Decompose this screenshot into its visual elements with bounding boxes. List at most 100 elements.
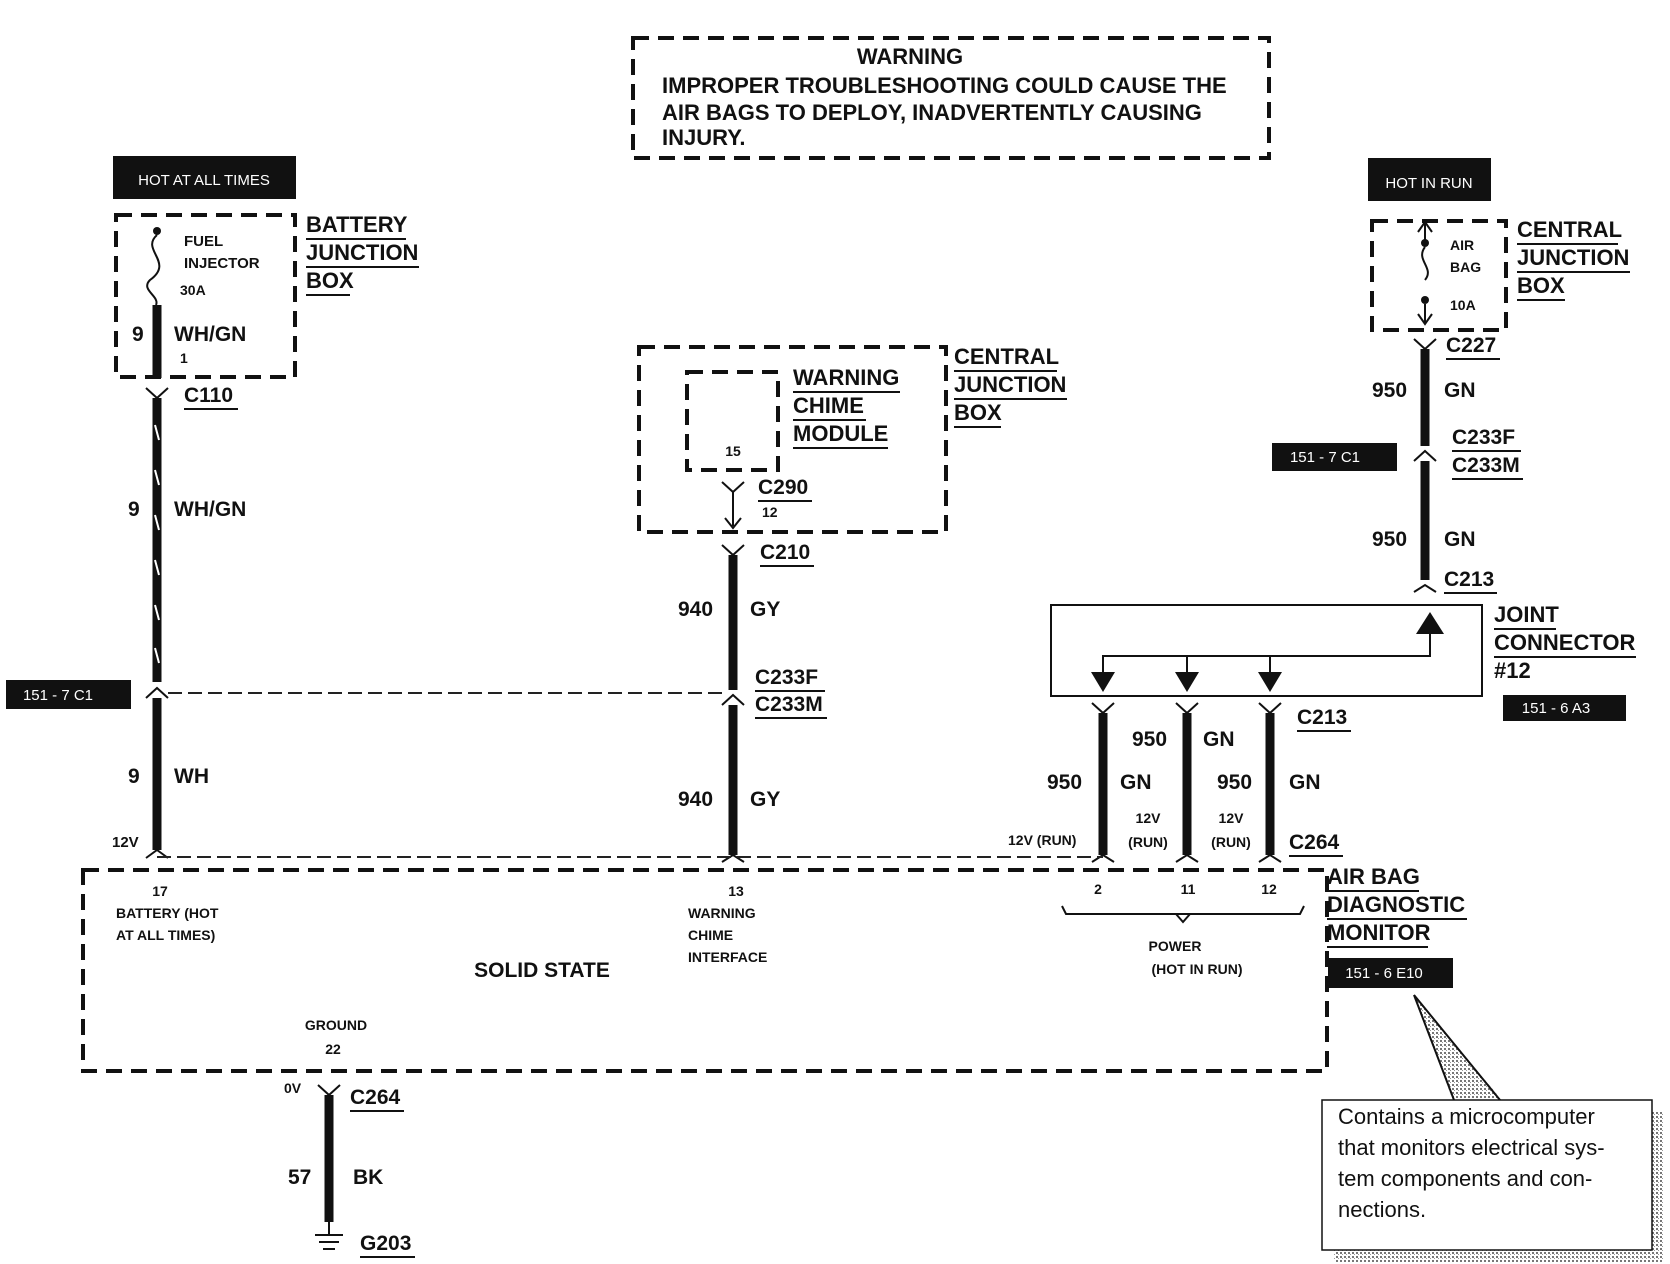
svg-text:151 - 6 E10: 151 - 6 E10 — [1345, 965, 1423, 982]
wire-940-top-number: 940 — [678, 598, 713, 621]
pin-13-label-1: WARNING — [688, 905, 756, 921]
power-label-2: (HOT IN RUN) — [1152, 961, 1243, 977]
battery-junction-box: FUEL INJECTOR 30A 1 BATTERY JUNCTION BOX — [114, 212, 419, 379]
svg-text:151 - 6 A3: 151 - 6 A3 — [1522, 700, 1590, 717]
wire-57-color: BK — [353, 1166, 383, 1189]
svg-text:HOT AT ALL TIMES: HOT AT ALL TIMES — [138, 172, 270, 189]
wire-950-a-number: 950 — [1047, 771, 1082, 794]
wire-9-mid-color: WH/GN — [174, 498, 246, 521]
connector-c227: C227 — [1446, 334, 1496, 357]
ground-circuit-wire — [315, 1084, 343, 1250]
hot-at-all-times-tag: HOT AT ALL TIMES — [113, 156, 296, 199]
pin-13: 13 — [728, 883, 744, 899]
pin-22: 22 — [325, 1041, 341, 1057]
svg-text:HOT IN RUN: HOT IN RUN — [1385, 175, 1472, 192]
ref-tag-151-6-e10: 151 - 6 E10 — [1328, 958, 1453, 988]
wire-9-top-number: 9 — [132, 323, 144, 346]
power-label-1: POWER — [1149, 938, 1202, 954]
ground-symbol-icon — [315, 1222, 343, 1250]
wire-9-bot-color: WH — [174, 765, 209, 788]
chime-module-label-1: WARNING — [793, 365, 899, 390]
cjb-right-label-2: JUNCTION — [1517, 245, 1629, 270]
wire-9-mid-number: 9 — [128, 498, 140, 521]
pin-12: 12 — [1261, 881, 1277, 897]
warning-box: WARNING IMPROPER TROUBLESHOOTING COULD C… — [631, 36, 1271, 160]
pin12-voltage-top: 12V — [1219, 810, 1245, 826]
connector-c264-top: C264 — [1289, 831, 1340, 854]
wire-940-bot-number: 940 — [678, 788, 713, 811]
connector-c213-bottom: C213 — [1297, 706, 1347, 729]
pin12-voltage-bot: (RUN) — [1211, 834, 1251, 850]
connector-c233m-right: C233M — [1452, 454, 1520, 477]
pin11-voltage-bot: (RUN) — [1128, 834, 1168, 850]
wire-950-top-color: GN — [1444, 379, 1476, 402]
wire-950-c-number: 950 — [1217, 771, 1252, 794]
pin-17: 17 — [152, 883, 168, 899]
pin11-voltage-top: 12V — [1136, 810, 1162, 826]
circuit-950-right-wire — [1413, 338, 1437, 593]
ground-label: GROUND — [305, 1017, 367, 1033]
connector-c213-top: C213 — [1444, 568, 1494, 591]
connector-c264-ground: C264 — [350, 1086, 401, 1109]
connector-c233m-center: C233M — [755, 693, 823, 716]
cjb-center-label-3: BOX — [954, 400, 1002, 425]
pin-17-label-2: AT ALL TIMES) — [116, 927, 215, 943]
cjb-center-label-1: CENTRAL — [954, 344, 1059, 369]
wire-57-number: 57 — [288, 1166, 311, 1189]
hot-in-run-tag: HOT IN RUN — [1368, 158, 1491, 201]
ref-tag-151-7-c1-right: 151 - 7 C1 — [1272, 443, 1397, 471]
svg-text:151 - 7 C1: 151 - 7 C1 — [23, 687, 93, 704]
monitor-label-3: MONITOR — [1327, 920, 1431, 945]
note-line-4: nections. — [1338, 1197, 1426, 1222]
chime-wire — [721, 481, 745, 863]
pin-13-label-2: CHIME — [688, 927, 733, 943]
cjb-right-label-1: CENTRAL — [1517, 217, 1622, 242]
central-junction-box-right: AIR BAG 10A CENTRAL JUNCTION BOX — [1370, 217, 1630, 332]
wire-950-b-number: 950 — [1132, 728, 1167, 751]
connector-c290-pin: 12 — [762, 504, 778, 520]
central-junction-box-center: 15 WARNING CHIME MODULE CENTRAL JUNCTION… — [637, 344, 1067, 534]
ground-voltage-0v: 0V — [284, 1080, 302, 1096]
ref-tag-151-7-c1-left: 151 - 7 C1 — [6, 680, 131, 709]
connector-c290: C290 — [758, 476, 808, 499]
pin-11: 11 — [1181, 881, 1196, 897]
connector-c110: C110 — [184, 384, 233, 407]
connector-c233f-center: C233F — [755, 666, 818, 689]
battery-jb-pin: 1 — [180, 350, 188, 366]
chime-module-pin: 15 — [725, 443, 741, 459]
wire-950-mid-color: GN — [1444, 528, 1476, 551]
warning-title: WARNING — [857, 44, 963, 69]
pin-13-label-3: INTERFACE — [688, 949, 767, 965]
pin-17-label-1: BATTERY (HOT — [116, 905, 219, 921]
circuit-950-three-wires — [1091, 702, 1282, 863]
wire-9-top-color: WH/GN — [174, 323, 246, 346]
wire-950-mid-number: 950 — [1372, 528, 1407, 551]
monitor-label-1: AIR BAG — [1327, 864, 1420, 889]
note-line-2: that monitors electrical sys- — [1338, 1135, 1605, 1160]
joint-connector-label-2: CONNECTOR — [1494, 630, 1635, 655]
pin-2: 2 — [1094, 881, 1102, 897]
cjb-center-label-2: JUNCTION — [954, 372, 1066, 397]
microcomputer-note-callout: Contains a microcomputer that monitors e… — [1321, 994, 1664, 1262]
pin2-voltage: 12V (RUN) — [1008, 832, 1076, 848]
wire-940-top-color: GY — [750, 598, 780, 621]
fuse-rating-10a: 10A — [1450, 297, 1476, 313]
fuse-label-fuel: FUEL — [184, 233, 223, 250]
wire-940-bot-color: GY — [750, 788, 780, 811]
note-line-1: Contains a microcomputer — [1338, 1104, 1595, 1129]
wire-950-top-number: 950 — [1372, 379, 1407, 402]
joint-connector-label-3: #12 — [1494, 658, 1531, 683]
wire-950-a-color: GN — [1120, 771, 1152, 794]
battery-jb-label-2: JUNCTION — [306, 240, 418, 265]
solid-state-label: SOLID STATE — [474, 959, 610, 982]
fuse-label-air: AIR — [1450, 237, 1474, 253]
chime-module-label-3: MODULE — [793, 421, 888, 446]
svg-text:151 - 7 C1: 151 - 7 C1 — [1290, 449, 1360, 466]
wire-950-c-color: GN — [1289, 771, 1321, 794]
joint-connector-label-1: JOINT — [1494, 602, 1559, 627]
monitor-label-2: DIAGNOSTIC — [1327, 892, 1465, 917]
cjb-right-label-3: BOX — [1517, 273, 1565, 298]
ref-tag-151-6-a3: 151 - 6 A3 — [1503, 695, 1626, 721]
warning-line2: AIR BAGS TO DEPLOY, INADVERTENTLY CAUSIN… — [662, 100, 1202, 125]
